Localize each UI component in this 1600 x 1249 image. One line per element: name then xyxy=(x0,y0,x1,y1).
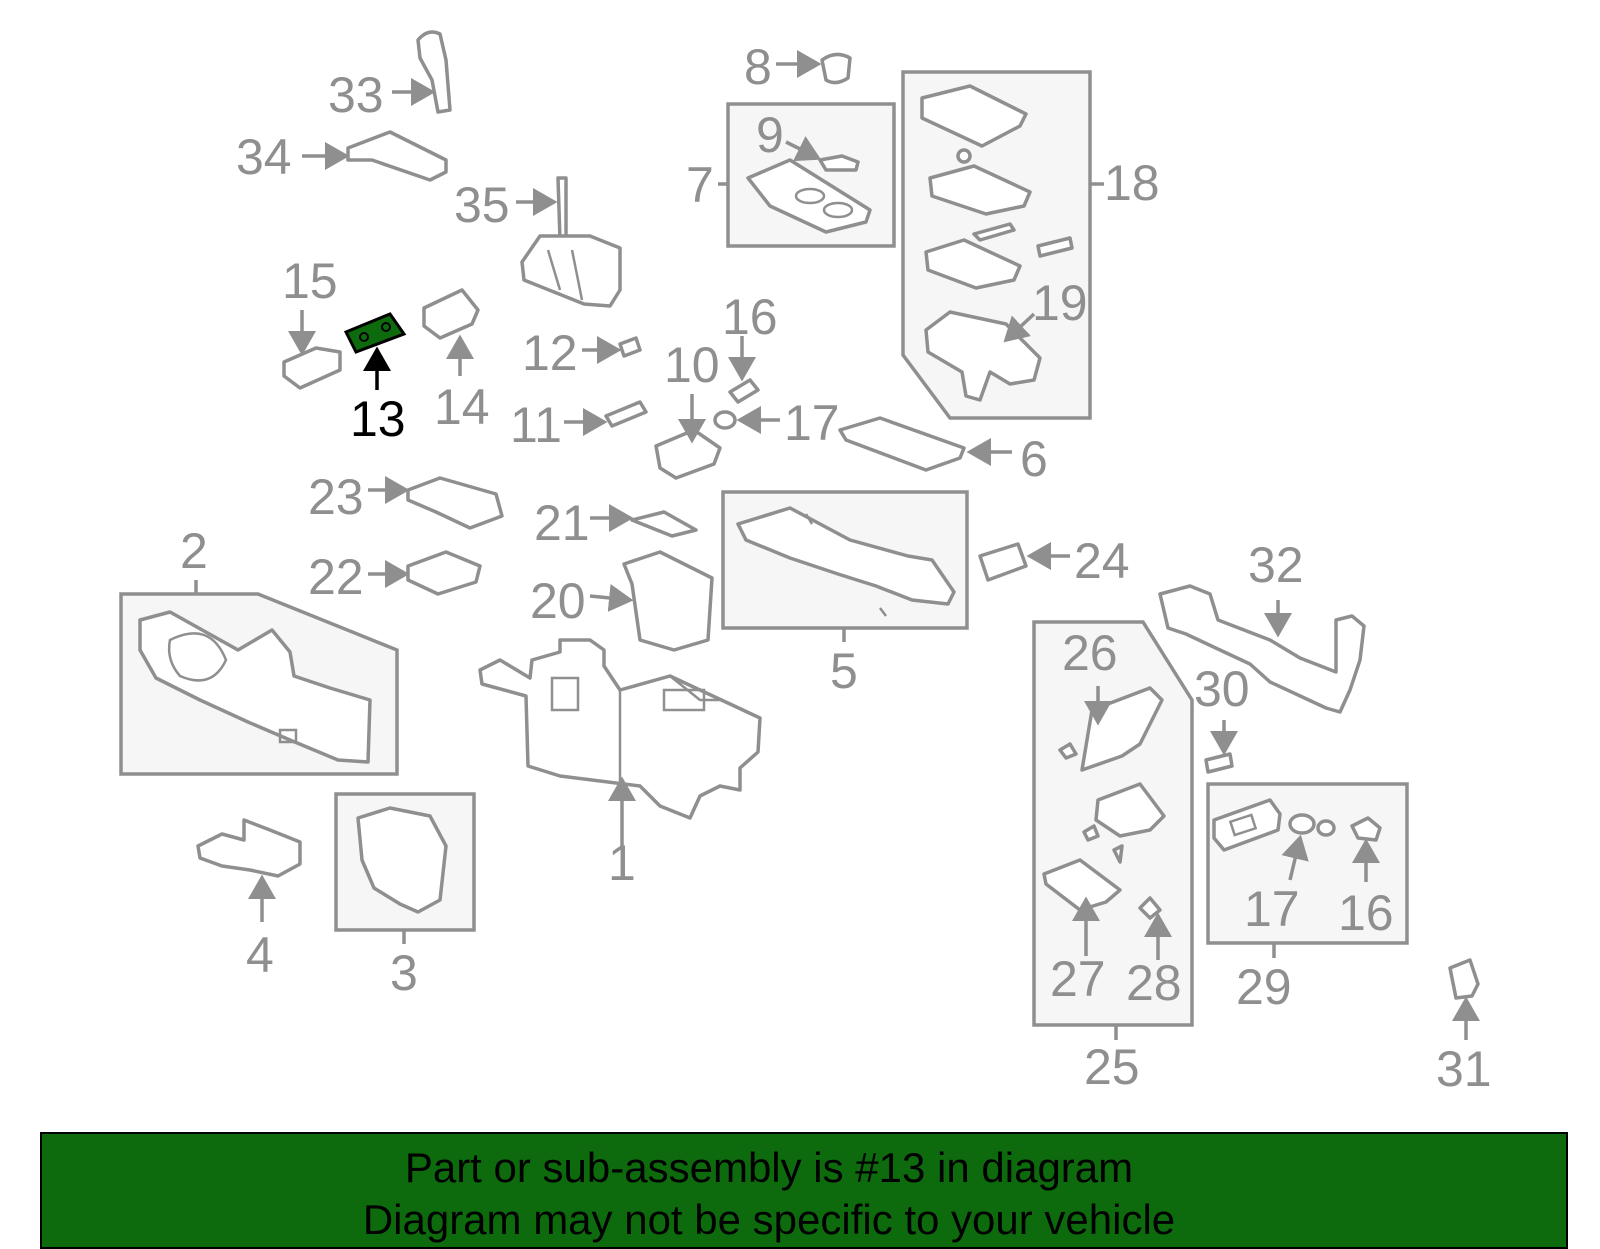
callout-6: 6 xyxy=(1020,431,1048,487)
callout-30: 30 xyxy=(1194,661,1250,717)
part-shape-31 xyxy=(1448,958,1480,1000)
callout-4: 4 xyxy=(246,927,274,983)
callout-numbers: 33 34 35 8 9 7 18 19 15 13 14 12 11 16 1… xyxy=(180,39,1492,1097)
callout-34: 34 xyxy=(236,129,292,185)
part-shape-5 xyxy=(736,506,956,617)
banner-line-1: Part or sub-assembly is #13 in diagram xyxy=(404,1144,1134,1191)
callout-21: 21 xyxy=(534,495,590,551)
callout-32: 32 xyxy=(1248,537,1304,593)
part-shape-3 xyxy=(356,806,448,914)
callout-8: 8 xyxy=(744,39,772,95)
part-shape-12 xyxy=(618,336,642,358)
callout-13: 13 xyxy=(350,391,406,447)
part-shape-34 xyxy=(346,130,448,182)
callout-2: 2 xyxy=(180,523,208,579)
callout-23: 23 xyxy=(308,469,364,525)
callout-7: 7 xyxy=(686,157,714,213)
callout-18: 18 xyxy=(1104,155,1160,211)
callout-10: 10 xyxy=(664,337,720,393)
callout-14: 14 xyxy=(434,379,490,435)
part-shape-13 xyxy=(343,312,407,354)
part-shape-29 xyxy=(1212,798,1382,852)
callout-11: 11 xyxy=(510,397,562,453)
callout-29: 29 xyxy=(1236,959,1292,1015)
callout-20: 20 xyxy=(530,573,586,629)
callout-31: 31 xyxy=(1436,1041,1492,1097)
part-shape-21 xyxy=(630,510,698,538)
callout-27: 27 xyxy=(1050,951,1106,1007)
part-shape-15 xyxy=(282,346,342,390)
callout-15: 15 xyxy=(282,253,338,309)
callout-12: 12 xyxy=(522,325,578,381)
callout-24: 24 xyxy=(1074,533,1130,589)
part-shape-14 xyxy=(422,288,480,340)
callout-17-top: 17 xyxy=(784,395,840,451)
banner-line-2: Diagram may not be specific to your vehi… xyxy=(362,1196,1176,1243)
part-shape-6 xyxy=(838,416,966,472)
callout-19: 19 xyxy=(1032,275,1088,331)
info-banner: Part or sub-assembly is #13 in diagram D… xyxy=(40,1132,1568,1249)
callout-16-top: 16 xyxy=(722,289,778,345)
callout-25: 25 xyxy=(1084,1039,1140,1095)
part-shape-32 xyxy=(1158,584,1366,714)
callout-1: 1 xyxy=(608,835,636,891)
part-shape-2 xyxy=(138,610,372,764)
part-shape-4 xyxy=(196,818,302,878)
part-shape-7 xyxy=(746,158,872,234)
part-shape-22 xyxy=(406,550,482,596)
part-shape-18-lid xyxy=(920,84,1028,148)
callout-9: 9 xyxy=(756,107,784,163)
part-shape-35 xyxy=(520,176,622,308)
callout-22: 22 xyxy=(308,549,364,605)
callout-28: 28 xyxy=(1126,955,1182,1011)
callout-17-bottom: 17 xyxy=(1244,881,1300,937)
part-shape-25-mid xyxy=(1082,782,1166,864)
part-shape-23 xyxy=(406,476,504,530)
part-shape-1 xyxy=(478,638,762,820)
callout-16-bottom: 16 xyxy=(1338,885,1394,941)
part-shape-30 xyxy=(1204,752,1234,774)
part-shape-17 xyxy=(713,410,737,430)
part-shape-20 xyxy=(622,550,714,652)
part-shape-27 xyxy=(1042,858,1122,912)
callout-26: 26 xyxy=(1062,625,1118,681)
part-shape-10 xyxy=(654,428,722,480)
part-shape-18-tray xyxy=(924,148,1074,290)
callout-5: 5 xyxy=(830,643,858,699)
part-shape-9 xyxy=(818,154,860,172)
part-shape-8 xyxy=(820,52,852,85)
callout-3: 3 xyxy=(390,945,418,1001)
part-shape-11 xyxy=(604,400,648,428)
part-shape-16 xyxy=(728,378,760,404)
callout-35: 35 xyxy=(454,177,510,233)
leader-arrows xyxy=(194,50,1480,1040)
callout-33: 33 xyxy=(328,67,384,123)
part-shape-33 xyxy=(416,30,452,114)
part-shape-24 xyxy=(978,542,1028,582)
